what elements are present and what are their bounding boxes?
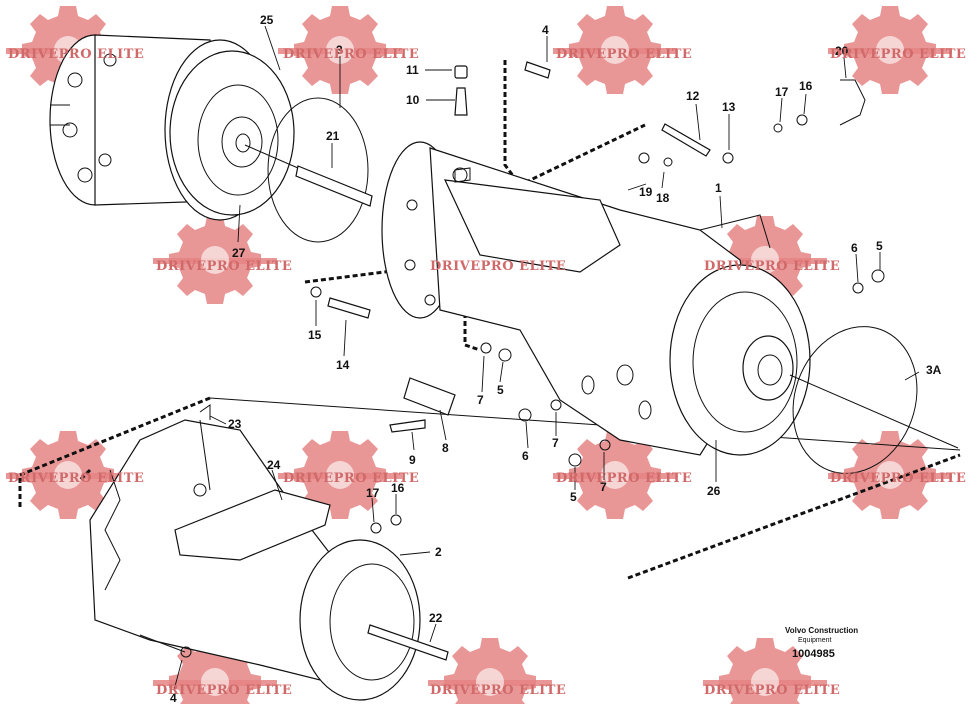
callout-19: 19 [639,185,653,199]
hardware-parts [199,61,885,534]
callout-4-top: 4 [542,23,549,37]
callout-15: 15 [308,328,322,342]
callout-20: 20 [835,44,849,58]
axle-housing-2 [89,419,449,701]
o-ring-3 [267,97,369,243]
callout-7-bottom: 7 [600,480,607,494]
callout-6-right: 6 [851,241,858,255]
callout-5-mid: 5 [497,383,504,397]
brand-line-2: Equipment [798,637,832,644]
brand-block: Volvo Construction Equipment 1004985 [785,626,858,660]
callout-6-lower: 6 [522,449,529,463]
callout-16-lower: 16 [391,481,405,495]
callout-12: 12 [686,89,700,103]
watermark-text: DRIVEPRO ELITE [704,259,840,274]
callout-17-lower: 17 [366,486,380,500]
callout-23: 23 [228,417,242,431]
leader-lines [173,25,920,691]
watermark-text: DRIVEPRO ELITE [556,47,692,62]
callout-5-right: 5 [876,239,883,253]
watermark-text: DRIVEPRO ELITE [430,683,566,698]
shaft-26-centerline [789,374,959,449]
watermark-text: DRIVEPRO ELITE [704,683,840,698]
callout-18: 18 [656,191,670,205]
callout-5-lower: 5 [570,490,577,504]
watermark-text: DRIVEPRO ELITE [8,47,144,62]
callout-16-top: 16 [799,79,813,93]
watermark-text: DRIVEPRO ELITE [156,683,292,698]
watermark-text: DRIVEPRO ELITE [556,471,692,486]
o-ring-3a [792,326,918,474]
watermark-text-group: DRIVEPRO ELITE DRIVEPRO ELITE DRIVEPRO E… [8,47,966,698]
callout-3a: 3A [926,363,942,377]
document-number: 1004985 [792,648,835,660]
callout-22: 22 [429,611,443,625]
watermark-text: DRIVEPRO ELITE [830,47,966,62]
watermark-text: DRIVEPRO ELITE [830,471,966,486]
watermark-text: DRIVEPRO ELITE [156,259,292,274]
callout-13: 13 [722,100,736,114]
callout-21: 21 [326,129,340,143]
assembly-dashed-lines [18,60,961,580]
callout-14: 14 [336,358,350,372]
watermark-text: DRIVEPRO ELITE [283,47,419,62]
planetary-hub-assembly [49,34,295,221]
watermark-text: DRIVEPRO ELITE [430,259,566,274]
callout-7-lower: 7 [552,436,559,450]
watermark-text: DRIVEPRO ELITE [283,471,419,486]
callout-10: 10 [406,93,420,107]
callout-8: 8 [442,441,449,455]
callout-7-mid: 7 [477,393,484,407]
watermark-text: DRIVEPRO ELITE [8,471,144,486]
callout-27: 27 [232,246,246,260]
callout-labels: 25 3 4 11 10 12 13 17 16 20 21 1 19 18 6… [170,13,942,704]
callout-26: 26 [707,484,721,498]
callout-25: 25 [260,13,274,27]
callout-17-top: 17 [775,85,789,99]
callout-24: 24 [267,458,281,472]
axle-shaft-21 [244,144,373,207]
callout-3: 3 [336,43,343,57]
callout-9: 9 [409,453,416,467]
brand-line-1: Volvo Construction [785,626,858,635]
callout-1: 1 [715,181,722,195]
axle-housing-1 [381,141,811,456]
callout-2: 2 [435,545,442,559]
callout-11: 11 [406,63,419,77]
callout-4-bottom: 4 [170,691,177,704]
